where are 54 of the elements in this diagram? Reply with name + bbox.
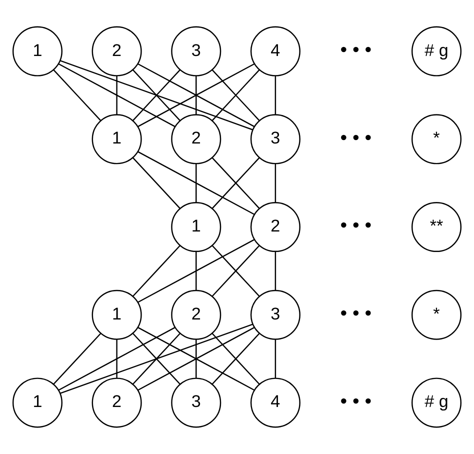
node-circle: 2 bbox=[171, 114, 222, 164]
connector bbox=[196, 252, 197, 290]
node-circle: * bbox=[412, 114, 462, 164]
connector bbox=[53, 69, 102, 122]
node-circle: 3 bbox=[171, 378, 222, 428]
connector bbox=[274, 164, 276, 202]
connector bbox=[53, 332, 102, 385]
connector bbox=[138, 326, 255, 391]
connector bbox=[274, 252, 276, 290]
node-circle: 1 bbox=[171, 202, 222, 252]
connector bbox=[116, 76, 118, 115]
node-circle: 2 bbox=[92, 378, 142, 428]
connector bbox=[212, 69, 260, 122]
node-circle: # g bbox=[412, 26, 462, 76]
node-circle: * bbox=[412, 290, 462, 340]
node-circle: 3 bbox=[250, 114, 300, 164]
connector bbox=[58, 326, 176, 391]
label: • • • bbox=[340, 38, 372, 61]
connector bbox=[116, 339, 118, 378]
node-circle: 1 bbox=[12, 378, 62, 428]
connector bbox=[196, 164, 197, 202]
connector bbox=[132, 245, 181, 297]
connector bbox=[138, 63, 255, 128]
connector bbox=[196, 76, 197, 115]
node-circle: 1 bbox=[92, 290, 142, 340]
node-circle: 2 bbox=[92, 26, 142, 76]
connector bbox=[274, 76, 276, 115]
node-circle: 3 bbox=[171, 26, 222, 76]
connector bbox=[132, 69, 181, 122]
connector bbox=[60, 60, 253, 130]
node-circle: ** bbox=[412, 202, 462, 252]
connector bbox=[132, 157, 181, 209]
label: • • • bbox=[340, 302, 372, 324]
connector bbox=[212, 157, 260, 209]
connector bbox=[196, 339, 197, 378]
connector bbox=[58, 63, 176, 128]
label: • • • bbox=[340, 214, 372, 237]
node-circle: 1 bbox=[12, 26, 62, 76]
node-circle: 1 bbox=[92, 114, 142, 164]
node-circle: 4 bbox=[250, 378, 300, 428]
node-circle: 4 bbox=[250, 26, 300, 76]
node-circle: 2 bbox=[250, 202, 300, 252]
node-circle: 2 bbox=[171, 290, 222, 340]
connector bbox=[132, 332, 181, 385]
label: • • • bbox=[340, 390, 372, 412]
connector bbox=[138, 151, 255, 215]
connector bbox=[212, 245, 260, 297]
connector bbox=[274, 339, 276, 378]
connector bbox=[60, 324, 253, 394]
label: • • • bbox=[340, 126, 372, 149]
connector bbox=[138, 239, 255, 303]
node-circle: 3 bbox=[250, 290, 300, 340]
connector bbox=[212, 332, 260, 385]
node-circle: # g bbox=[412, 378, 462, 428]
